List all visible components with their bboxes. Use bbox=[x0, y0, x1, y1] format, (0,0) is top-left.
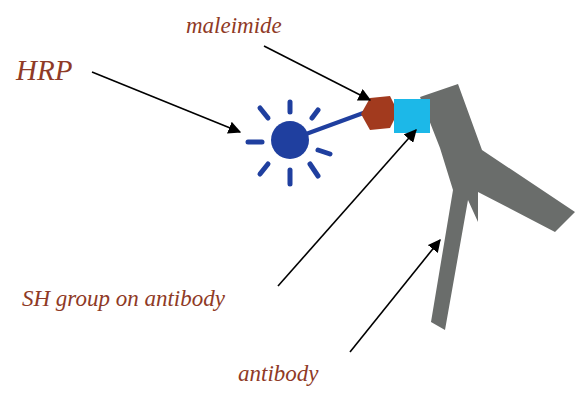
part-label: SH group on antibody bbox=[22, 287, 225, 310]
part-label: maleimide bbox=[186, 14, 282, 37]
maleimide-hexagon bbox=[361, 96, 398, 130]
part-label: HRP bbox=[16, 56, 72, 85]
part-label: antibody bbox=[238, 362, 319, 385]
sh-group-square bbox=[394, 99, 430, 133]
antibody-shape bbox=[420, 84, 575, 330]
hrp-rays bbox=[248, 102, 330, 184]
hrp-enzyme bbox=[271, 121, 309, 159]
